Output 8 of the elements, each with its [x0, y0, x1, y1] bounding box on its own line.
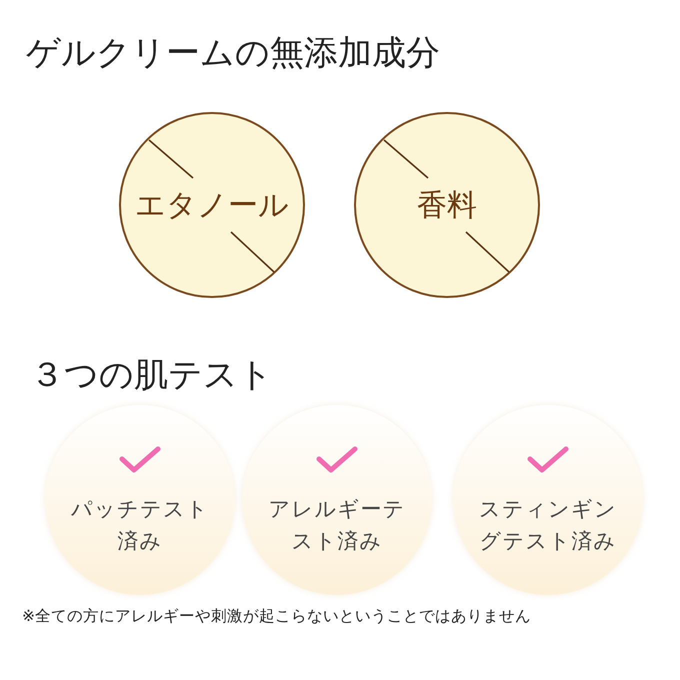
section-heading: ３つの肌テスト — [30, 354, 273, 397]
ingredient-label: 香料 — [417, 186, 477, 224]
test-label: スティンギングテスト済み — [478, 496, 618, 555]
test-label: パッチテスト済み — [70, 496, 210, 555]
footnote: ※全ての方にアレルギーや刺激が起こらないということではありません — [22, 606, 531, 627]
test-label: アレルギーテスト済み — [268, 496, 406, 555]
ingredient-label: エタノール — [135, 186, 289, 224]
heading: ゲルクリームの無添加成分 — [26, 32, 440, 75]
